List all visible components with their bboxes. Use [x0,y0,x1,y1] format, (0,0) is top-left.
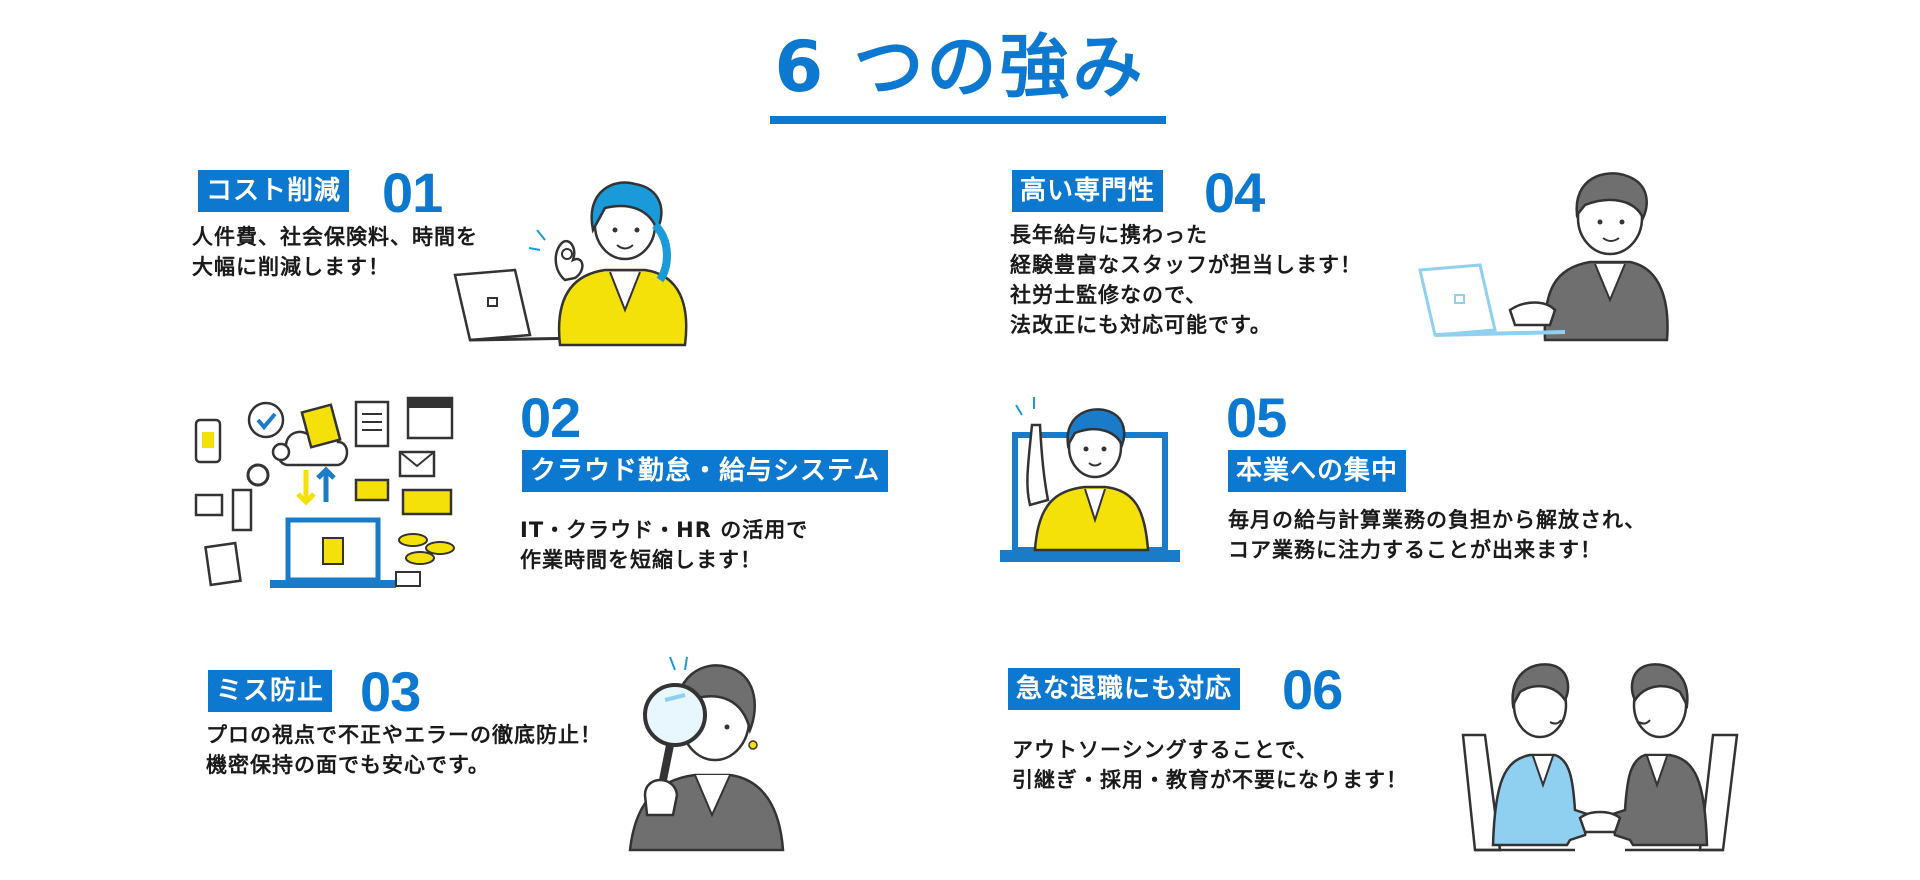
feature-04-line-2: 経験豊富なスタッフが担当します！ [1010,253,1362,277]
feature-05-description: 毎月の給与計算業務の負担から解放され、 コア業務に注力することが出来ます！ [1228,505,1646,565]
feature-02-description: IT・クラウド・HR の活用で 作業時間を短縮します！ [520,515,808,575]
feature-02-label: クラウド勤怠・給与システム [522,450,889,492]
feature-01-line-2: 大幅に削減します！ [192,255,390,279]
feature-04-number: 04 [1204,161,1265,224]
feature-04-line-3: 社労士監修なので、 [1010,283,1208,307]
man-laptop-illustration [1415,160,1675,350]
feature-02-line-2: 作業時間を短縮します！ [520,548,762,572]
man-pointing-laptop-illustration [1000,385,1180,570]
feature-05-line-2: コア業務に注力することが出来ます！ [1228,538,1602,562]
title-underline [770,116,1166,124]
feature-05-label: 本業への集中 [1228,450,1407,492]
feature-04-line-1: 長年給与に携わった [1010,223,1208,247]
woman-magnifier-illustration [615,645,795,855]
feature-03-line-1: プロの視点で不正やエラーの徹底防止！ [206,723,602,747]
feature-04-description: 長年給与に携わった 経験豊富なスタッフが担当します！ 社労士監修なので、 法改正… [1010,220,1362,340]
feature-03-description: プロの視点で不正やエラーの徹底防止！ 機密保持の面でも安心です。 [206,720,602,780]
feature-01-description: 人件費、社会保険料、時間を 大幅に削減します！ [192,222,478,282]
feature-03-number: 03 [360,660,421,723]
feature-04-line-4: 法改正にも対応可能です。 [1010,313,1272,337]
feature-01-line-1: 人件費、社会保険料、時間を [192,225,478,249]
feature-03-line-2: 機密保持の面でも安心です。 [206,753,490,777]
cloud-payroll-illustration [178,390,468,600]
feature-02-number: 02 [520,386,581,449]
page-title: 6 つの強み [774,26,1146,108]
feature-06-line-2: 引継ぎ・採用・教育が不要になります！ [1012,768,1408,792]
feature-05-number: 05 [1226,386,1287,449]
handshake-illustration [1455,650,1745,855]
feature-05-line-1: 毎月の給与計算業務の負担から解放され、 [1228,508,1647,532]
feature-06-line-1: アウトソーシングすることで、 [1012,738,1319,762]
feature-06-number: 06 [1282,658,1343,721]
feature-06-label: 急な退職にも対応 [1008,668,1241,710]
woman-laptop-illustration [445,170,705,350]
feature-01-label: コスト削減 [198,170,350,212]
feature-06-description: アウトソーシングすることで、 引継ぎ・採用・教育が不要になります！ [1012,735,1408,795]
feature-03-label: ミス防止 [208,670,333,712]
feature-02-line-1: IT・クラウド・HR の活用で [520,518,809,542]
feature-01-number: 01 [382,161,443,224]
feature-04-label: 高い専門性 [1012,170,1164,212]
